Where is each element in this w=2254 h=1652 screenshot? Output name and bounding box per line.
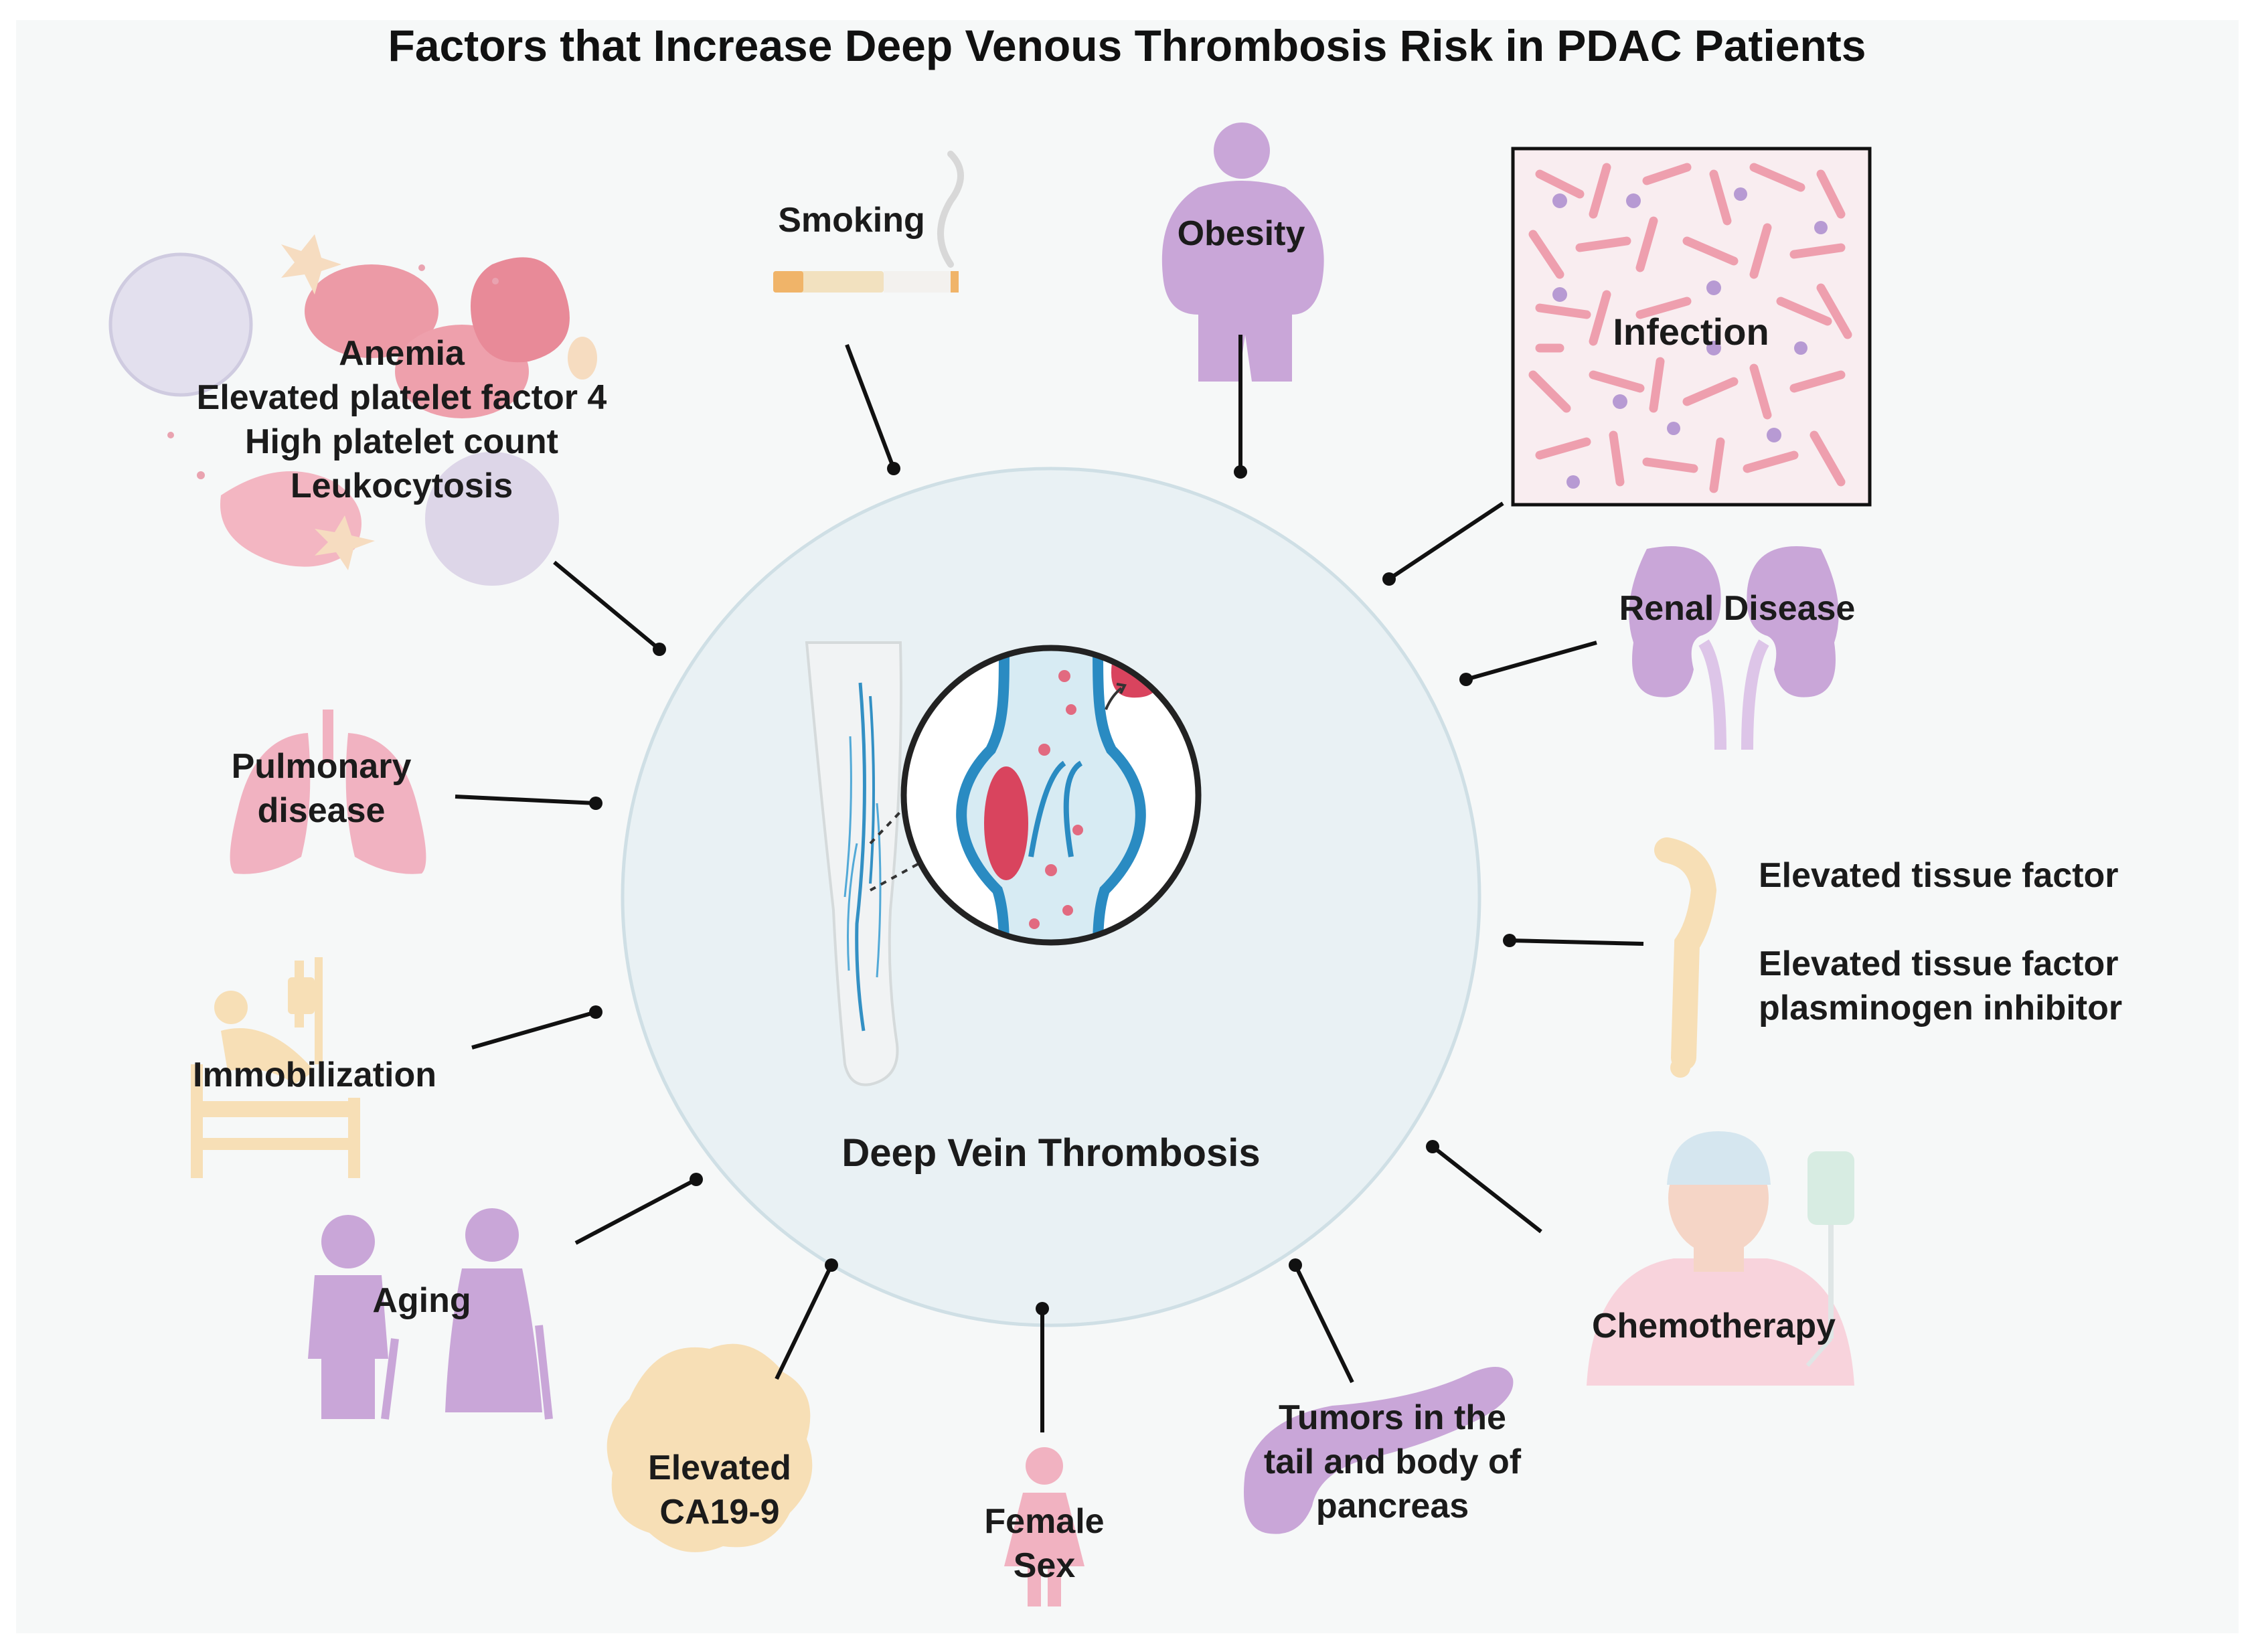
female-sex-label: Female Sex xyxy=(944,1499,1145,1588)
chemotherapy-icon xyxy=(1587,1131,1854,1386)
leg-illustration xyxy=(805,641,902,1086)
tumors-text-3: pancreas xyxy=(1315,1487,1469,1525)
cigarette-icon xyxy=(773,151,964,293)
blood-factors-label: Anemia Elevated platelet factor 4 High p… xyxy=(134,331,669,508)
tumors-text-1: Tumors in the xyxy=(1279,1398,1506,1437)
pulmonary-disease-label: Pulmonary disease xyxy=(201,744,442,833)
smoking-label: Smoking xyxy=(778,201,925,240)
aging-icon xyxy=(308,1208,553,1420)
lungs-icon xyxy=(230,710,426,874)
tissue-factor-text: Elevated tissue factor xyxy=(1759,856,2119,895)
tumors-label: Tumors in the tail and body of pancreas xyxy=(1218,1396,1566,1528)
blood-cells-icon xyxy=(108,234,597,586)
kidneys-icon xyxy=(1629,546,1839,750)
pulmonary-text: Pulmonary xyxy=(231,747,412,786)
aging-label: Aging xyxy=(372,1281,471,1320)
platelet-count-text: High platelet count xyxy=(245,422,558,461)
center-label: Deep Vein Thrombosis xyxy=(841,1131,1261,1175)
sex-text: Sex xyxy=(1013,1546,1076,1585)
ca19-9-icon xyxy=(607,1343,813,1552)
obesity-icon xyxy=(1161,122,1324,382)
pancreas-icon xyxy=(1244,1367,1514,1534)
tissue-factor-pi-text-2: plasminogen inhibitor xyxy=(1759,989,2123,1027)
disease-text: disease xyxy=(257,791,386,830)
anemia-text: Anemia xyxy=(339,334,465,373)
ca19-9-text: CA19-9 xyxy=(659,1493,780,1532)
renal-disease-label: Renal Disease xyxy=(1619,589,1856,628)
tissue-factor-label: Elevated tissue factor Elevated tissue f… xyxy=(1759,853,2122,1030)
elevated-text: Elevated xyxy=(648,1449,791,1487)
leukocytosis-text: Leukocytosis xyxy=(290,467,513,505)
tissue-factor-pi-text-1: Elevated tissue factor xyxy=(1759,944,2119,983)
vein-lens xyxy=(900,645,1202,946)
chemotherapy-label: Chemotherapy xyxy=(1591,1307,1836,1345)
clot-attached xyxy=(984,766,1028,880)
figure-title: Factors that Increase Deep Venous Thromb… xyxy=(388,21,1866,70)
female-icon xyxy=(1004,1447,1084,1606)
female-text: Female xyxy=(984,1502,1105,1541)
ca19-9-label: Elevated CA19-9 xyxy=(613,1446,827,1534)
infection-label: Infection xyxy=(1613,311,1769,353)
immobilization-label: Immobilization xyxy=(193,1056,436,1094)
tumors-text-2: tail and body of xyxy=(1263,1442,1522,1481)
infection-icon xyxy=(1511,147,1872,507)
tissue-factor-icon xyxy=(1654,837,1717,1078)
platelet-factor-text: Elevated platelet factor 4 xyxy=(196,378,607,417)
connector-lines xyxy=(455,335,1644,1432)
hospital-bed-icon xyxy=(191,957,360,1178)
obesity-label: Obesity xyxy=(1177,214,1305,253)
